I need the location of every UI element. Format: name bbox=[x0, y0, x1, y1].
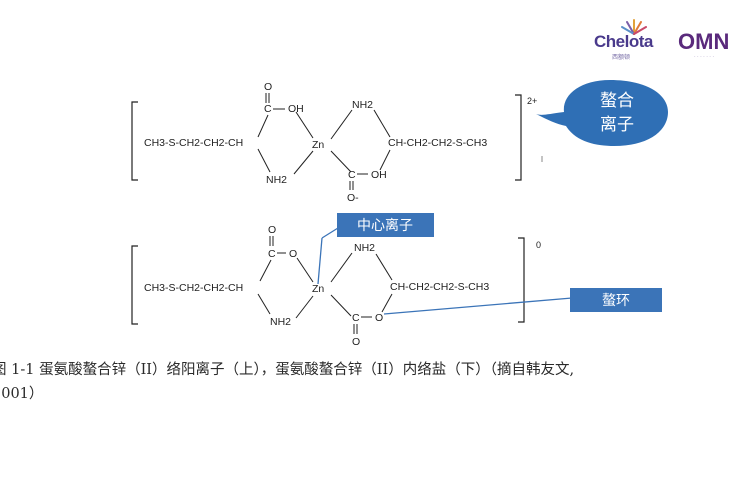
chelate-ring-callout: 螯环 bbox=[383, 288, 662, 315]
top-metal: Zn bbox=[312, 139, 324, 151]
bottom-carboxyl-left-o: O bbox=[289, 248, 297, 260]
top-carboxyl-left-c: C bbox=[264, 103, 272, 115]
top-carboxyl-right-oh: OH bbox=[371, 169, 387, 181]
bottom-amine-right: NH2 bbox=[354, 242, 375, 254]
bottom-charge: 0 bbox=[536, 240, 541, 250]
top-amine-right: NH2 bbox=[352, 99, 373, 111]
chelate-ring-box bbox=[570, 288, 662, 312]
bottom-amine-left: NH2 bbox=[270, 316, 291, 328]
top-charge: 2+ bbox=[527, 96, 537, 106]
brand-logo: Chelota 西额顿 OMN · · · · · · · bbox=[584, 18, 744, 62]
bottom-right-chain: CH-CH2-CH2-S-CH3 bbox=[390, 281, 489, 293]
brand-chelota-sub: 西额顿 bbox=[612, 55, 631, 61]
top-complex: 2+ CH3-S-CH2-CH2-CH C O OH NH2 Zn NH2 CH… bbox=[131, 81, 537, 204]
top-carboxyl-right-o: O- bbox=[347, 192, 359, 204]
brand-omn-sub: · · · · · · · bbox=[694, 54, 714, 60]
bottom-carboxyl-left-o-top: O bbox=[268, 224, 276, 236]
top-amine-left: NH2 bbox=[266, 174, 287, 186]
chelate-bubble bbox=[536, 80, 668, 146]
bottom-carboxyl-right-o: O bbox=[375, 312, 383, 324]
top-carboxyl-left-o: O bbox=[264, 81, 272, 93]
brand-chelota: Chelota bbox=[594, 32, 653, 51]
central-ion-leader bbox=[317, 237, 323, 285]
figure-caption: 图 1-1 蛋氨酸螯合锌（II）络阳离子（上），蛋氨酸螯合锌（II）内络盐（下）… bbox=[0, 358, 750, 406]
bottom-right-bracket bbox=[518, 237, 525, 323]
central-ion-callout: 中心离子 bbox=[317, 213, 434, 285]
bottom-carboxyl-right-c: C bbox=[352, 312, 360, 324]
top-right-bracket bbox=[515, 94, 522, 181]
bottom-carboxyl-left-c: C bbox=[268, 248, 276, 260]
bottom-carboxyl-right-o-bottom: O bbox=[352, 336, 360, 348]
central-ion-label: 中心离子 bbox=[357, 217, 413, 234]
top-left-bracket bbox=[131, 101, 138, 181]
sunburst-icon bbox=[621, 19, 647, 35]
bottom-metal: Zn bbox=[312, 283, 324, 295]
caption-line1: 图 1-1 蛋氨酸螯合锌（II）络阳离子（上），蛋氨酸螯合锌（II）内络盐（下）… bbox=[0, 362, 575, 378]
chelate-ring-label: 螯环 bbox=[602, 293, 630, 309]
bottom-left-bracket bbox=[131, 245, 138, 325]
bottom-left-chain: CH3-S-CH2-CH2-CH bbox=[144, 282, 243, 294]
bottom-complex: 0 CH3-S-CH2-CH2-CH O C O NH2 Zn NH2 CH-C… bbox=[131, 224, 541, 348]
chelate-bubble-line2: 离子 bbox=[600, 115, 634, 135]
chelate-bubble-line1: 螯合 bbox=[600, 91, 634, 111]
top-carboxyl-left-oh: OH bbox=[288, 103, 304, 115]
top-right-chain: CH-CH2-CH2-S-CH3 bbox=[388, 137, 487, 149]
central-ion-box bbox=[337, 213, 434, 237]
chelate-ion-callout: 螯合 离子 bbox=[536, 80, 668, 146]
caption-line2: 2001） bbox=[0, 386, 44, 402]
brand-omn: OMN bbox=[678, 29, 730, 54]
top-carboxyl-right-c: C bbox=[348, 169, 356, 181]
top-left-chain: CH3-S-CH2-CH2-CH bbox=[144, 137, 243, 149]
chelate-ring-leader bbox=[383, 297, 573, 315]
